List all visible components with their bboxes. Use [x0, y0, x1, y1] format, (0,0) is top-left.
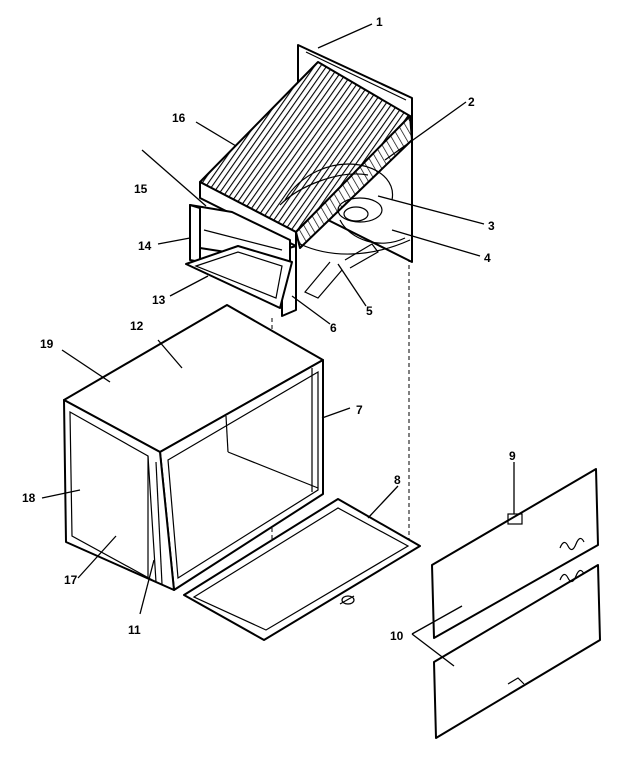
callout-14: 14 — [138, 239, 152, 253]
callout-labels: 1 2 3 4 5 6 7 8 9 10 11 12 13 14 15 16 1… — [22, 15, 516, 643]
callout-8: 8 — [394, 473, 401, 487]
callout-10: 10 — [390, 629, 404, 643]
callout-15: 15 — [134, 182, 148, 196]
callout-2: 2 — [468, 95, 475, 109]
leader-lines — [41, 23, 515, 667]
callout-1: 1 — [376, 15, 383, 29]
coil-assembly — [199, 61, 413, 249]
cabinet — [63, 304, 324, 591]
callout-7: 7 — [356, 403, 363, 417]
drain-pipe — [304, 243, 379, 299]
callout-18: 18 — [22, 491, 36, 505]
base-pan — [185, 245, 293, 309]
callout-12: 12 — [130, 319, 144, 333]
callout-9: 9 — [509, 449, 516, 463]
callout-13: 13 — [152, 293, 166, 307]
callout-17: 17 — [64, 573, 78, 587]
callout-16: 16 — [172, 111, 186, 125]
upper-panel — [431, 468, 599, 639]
callout-5: 5 — [366, 304, 373, 318]
callout-6: 6 — [330, 321, 337, 335]
callout-3: 3 — [488, 219, 495, 233]
callout-4: 4 — [484, 251, 491, 265]
front-frame — [189, 204, 291, 263]
drain-tray — [183, 498, 421, 641]
refrigerant-tubing — [279, 163, 411, 255]
callout-19: 19 — [40, 337, 54, 351]
lower-panel — [433, 564, 601, 739]
callout-11: 11 — [128, 623, 141, 637]
